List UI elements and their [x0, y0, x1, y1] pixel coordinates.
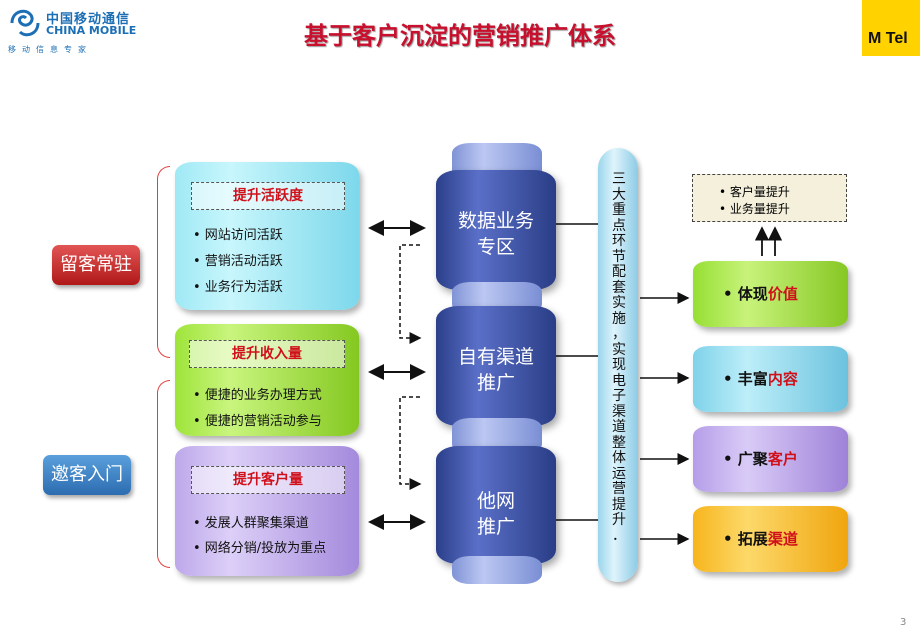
customer-label: 提升客户量: [191, 466, 345, 494]
retain-button[interactable]: 留客常驻: [52, 245, 140, 285]
data-service-zone-line1: 数据业务: [457, 210, 534, 232]
result-item-1: • 客户量提升: [719, 185, 790, 199]
other-network-line2: 推广: [476, 516, 515, 538]
other-network-stack: 他网 推广: [436, 446, 556, 564]
stack-disc-bottom: [452, 556, 542, 584]
customer-item-1: • 发展人群聚集渠道: [193, 516, 309, 531]
customer-box: • 广聚客户: [693, 426, 848, 492]
data-service-zone-stack: 数据业务 专区: [436, 170, 556, 290]
china-mobile-logo: 中国移动通信 CHINA MOBILE 移动信息专家: [8, 6, 138, 56]
revenue-label: 提升收入量: [189, 340, 345, 368]
vertical-summary-text: 三大重点环节配套实施，实现电子渠道整体运营提升．: [612, 171, 626, 544]
channel-box-prefix: • 拓展: [723, 530, 768, 548]
customer-box-highlight: 客户: [767, 450, 798, 468]
vertical-summary-bar: [598, 148, 638, 582]
revenue-cylinder: 提升收入量 • 便捷的业务办理方式 • 便捷的营销活动参与: [175, 324, 359, 436]
content-box-highlight: 内容: [767, 370, 798, 388]
retain-bracket: [157, 166, 170, 358]
own-channel-stack: 自有渠道 推广: [436, 306, 556, 426]
value-box-highlight: 价值: [767, 285, 798, 303]
value-box-prefix: • 体现: [723, 285, 768, 303]
content-box-prefix: • 丰富: [723, 370, 768, 388]
customer-box-prefix: • 广聚: [723, 450, 768, 468]
activity-cylinder: 提升活跃度 • 网站访问活跃 • 营销活动活跃 • 业务行为活跃: [175, 162, 359, 310]
customer-item-2: • 网络分销/投放为重点: [193, 541, 327, 556]
mtel-logo: M Tel: [862, 0, 920, 56]
channel-box-highlight: 渠道: [767, 530, 798, 548]
data-service-zone-line2: 专区: [476, 236, 515, 258]
mtel-logo-text: M Tel: [868, 30, 908, 47]
activity-item-1: • 网站访问活跃: [193, 228, 283, 243]
activity-label: 提升活跃度: [191, 182, 345, 210]
activity-item-2: • 营销活动活跃: [193, 254, 283, 269]
result-item-2: • 业务量提升: [719, 202, 790, 216]
revenue-item-2: • 便捷的营销活动参与: [193, 414, 322, 429]
value-box: • 体现价值: [693, 261, 848, 327]
own-channel-line1: 自有渠道: [457, 346, 534, 368]
other-network-line1: 他网: [476, 490, 515, 512]
dashed-connector-2: [399, 396, 422, 490]
own-channel-line2: 推广: [476, 372, 515, 394]
logo-chinese-text: 中国移动通信: [46, 12, 131, 27]
content-box: • 丰富内容: [693, 346, 848, 412]
channel-box: • 拓展渠道: [693, 506, 848, 572]
dashed-connector-1: [399, 244, 422, 344]
logo-slogan: 移动信息专家: [8, 45, 92, 54]
invite-bracket: [157, 380, 170, 568]
page-number: 3: [900, 617, 907, 628]
revenue-item-1: • 便捷的业务办理方式: [193, 388, 322, 403]
page-title: 基于客户沉淀的营销推广体系: [304, 22, 616, 50]
logo-english-text: CHINA MOBILE: [46, 24, 137, 37]
result-box: • 客户量提升 • 业务量提升: [692, 174, 847, 222]
china-mobile-logo-icon: [10, 9, 40, 37]
customer-cylinder: 提升客户量 • 发展人群聚集渠道 • 网络分销/投放为重点: [175, 446, 359, 576]
activity-item-3: • 业务行为活跃: [193, 280, 283, 295]
invite-button[interactable]: 邀客入门: [43, 455, 131, 495]
